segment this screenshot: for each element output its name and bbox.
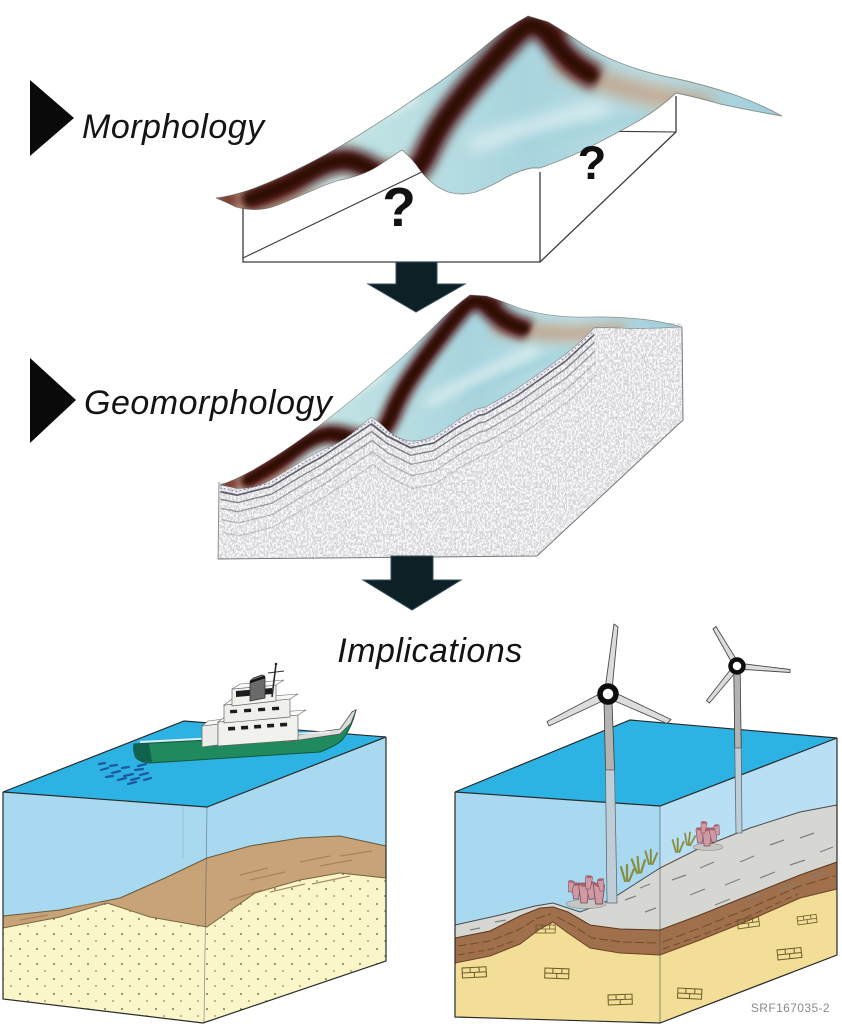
morphology-label: Morphology xyxy=(82,108,265,146)
sand-right-face xyxy=(203,873,386,1023)
sediment-dashes xyxy=(469,832,834,931)
stage-pointer-icon-geomorphology xyxy=(30,358,76,443)
survey-vessel-block xyxy=(2,662,387,1024)
survey-ship xyxy=(133,662,357,764)
water-front-right-face xyxy=(207,737,386,858)
down-arrow-icon-1 xyxy=(366,261,467,313)
down-arrow-icon-2 xyxy=(361,555,463,611)
ship-superstructure xyxy=(201,679,307,748)
turbine-tower-1-submerged xyxy=(605,769,618,904)
question-mark-right-face: ? xyxy=(577,136,607,189)
ship-stern-shadow xyxy=(134,743,152,762)
ship-mast xyxy=(267,662,285,698)
stage-pointer-icon-morphology xyxy=(30,80,74,156)
brown-laminations xyxy=(457,875,836,956)
sediment-gray-left xyxy=(455,868,660,938)
coral-cluster-1 xyxy=(565,874,607,909)
limestone-left xyxy=(455,922,660,1023)
morphology-block xyxy=(214,16,782,263)
wind-turbine-1 xyxy=(546,623,672,904)
seafloor-tan-right xyxy=(207,836,386,927)
turbine-tower-1 xyxy=(603,700,615,771)
sediment-gray-right xyxy=(660,805,837,930)
windfarm-block xyxy=(454,623,838,1024)
turbine-tower-2 xyxy=(733,671,742,749)
wind-turbine-2 xyxy=(706,626,791,834)
seafloor-tan-left xyxy=(3,858,207,928)
coral-cluster-2 xyxy=(692,820,724,851)
turbine-hub-2 xyxy=(728,657,746,675)
turbine-tower-2-submerged xyxy=(734,747,743,834)
limestone-right xyxy=(660,889,837,1023)
geomorphology-label: Geomorphology xyxy=(84,384,333,422)
sand-left-face xyxy=(3,903,207,1023)
turbine-hub-1 xyxy=(597,683,619,705)
ship-funnel-cap xyxy=(249,675,266,684)
seafloor-streaks xyxy=(19,850,373,921)
figure-id: SRF167035-2 xyxy=(750,1001,830,1015)
water-front-left-face xyxy=(3,792,207,916)
ship-wake xyxy=(97,761,153,786)
ship-bow-deck xyxy=(283,709,357,743)
question-mark-front-face: ? xyxy=(382,176,416,238)
turbine-rotor-2 xyxy=(706,626,791,704)
implications-label: Implications xyxy=(337,632,523,670)
